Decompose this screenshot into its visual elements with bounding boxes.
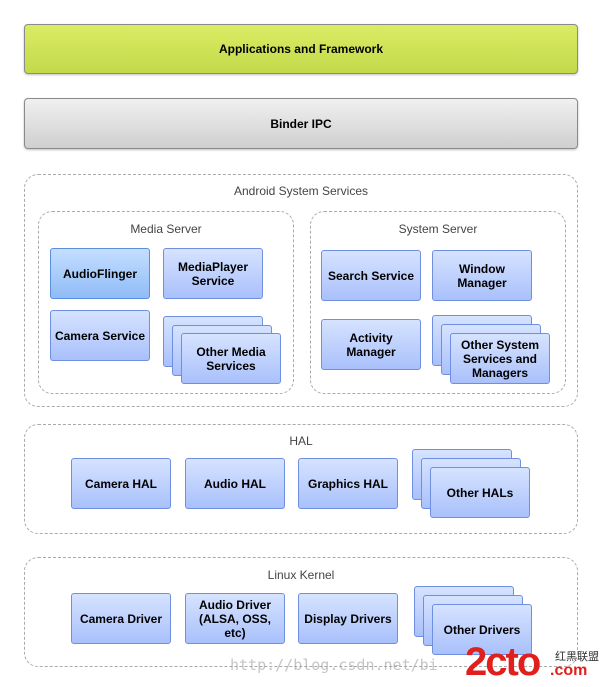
group-label: System Server <box>398 222 478 236</box>
android-system-services-group: Android System Services <box>24 174 578 407</box>
group-label: Linux Kernel <box>267 568 335 582</box>
linux-kernel-group: Linux Kernel <box>24 557 578 667</box>
other-media-services-box: Other Media Services <box>181 333 281 384</box>
watermark-logo-domain: .com <box>550 662 588 679</box>
camera-driver-box: Camera Driver <box>71 593 171 644</box>
window-manager-box: Window Manager <box>432 250 532 301</box>
binder-ipc-layer: Binder IPC <box>24 98 578 149</box>
watermark-url: http://blog.csdn.net/bi <box>230 656 438 674</box>
group-label: HAL <box>289 434 313 448</box>
search-service-box: Search Service <box>321 250 421 301</box>
audio-hal-box: Audio HAL <box>185 458 285 509</box>
camera-service-box: Camera Service <box>50 310 150 361</box>
applications-framework-layer: Applications and Framework <box>24 24 578 74</box>
system-server-group: System Server <box>310 211 566 394</box>
group-label: Android System Services <box>233 184 369 198</box>
group-label: Media Server <box>130 222 202 236</box>
media-server-group: Media Server <box>38 211 294 394</box>
other-drivers-box: Other Drivers <box>432 604 532 655</box>
mediaplayer-service-box: MediaPlayer Service <box>163 248 263 299</box>
display-drivers-box: Display Drivers <box>298 593 398 644</box>
audioflinger-box: AudioFlinger <box>50 248 150 299</box>
hal-group: HAL <box>24 424 578 534</box>
other-hals-box: Other HALs <box>430 467 530 518</box>
other-system-services-box: Other System Services and Managers <box>450 333 550 384</box>
watermark-logo: 2cto <box>465 640 541 684</box>
watermark-logo-sub: 红黑联盟 <box>555 651 599 663</box>
graphics-hal-box: Graphics HAL <box>298 458 398 509</box>
audio-driver-box: Audio Driver (ALSA, OSS, etc) <box>185 593 285 644</box>
camera-hal-box: Camera HAL <box>71 458 171 509</box>
activity-manager-box: Activity Manager <box>321 319 421 370</box>
